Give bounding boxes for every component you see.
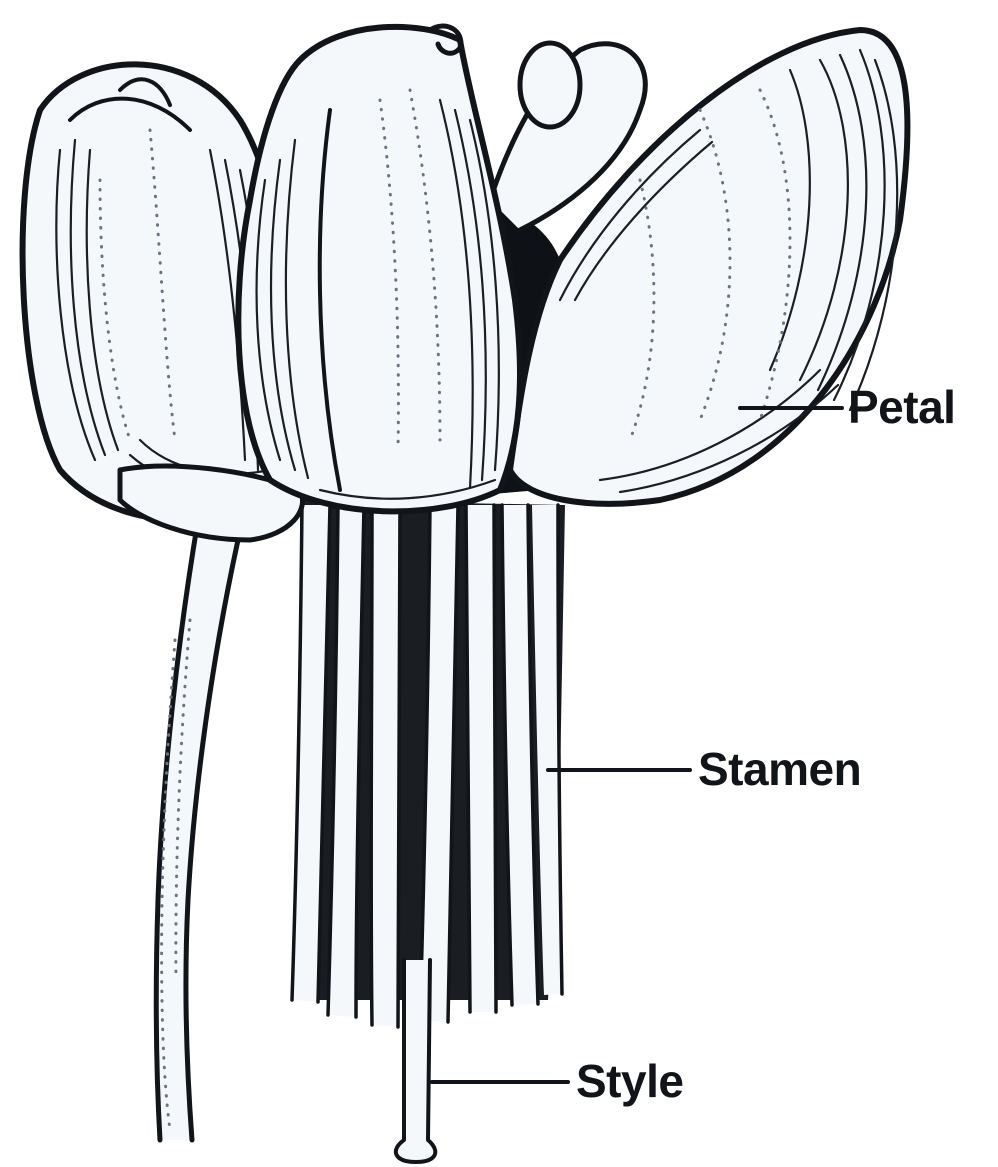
stamens (292, 500, 565, 1027)
flower-stalk (156, 520, 238, 1140)
front-petal (238, 26, 520, 511)
stamen-label: Stamen (698, 746, 861, 792)
petal-label: Petal (848, 384, 955, 430)
style-label: Style (576, 1058, 683, 1104)
